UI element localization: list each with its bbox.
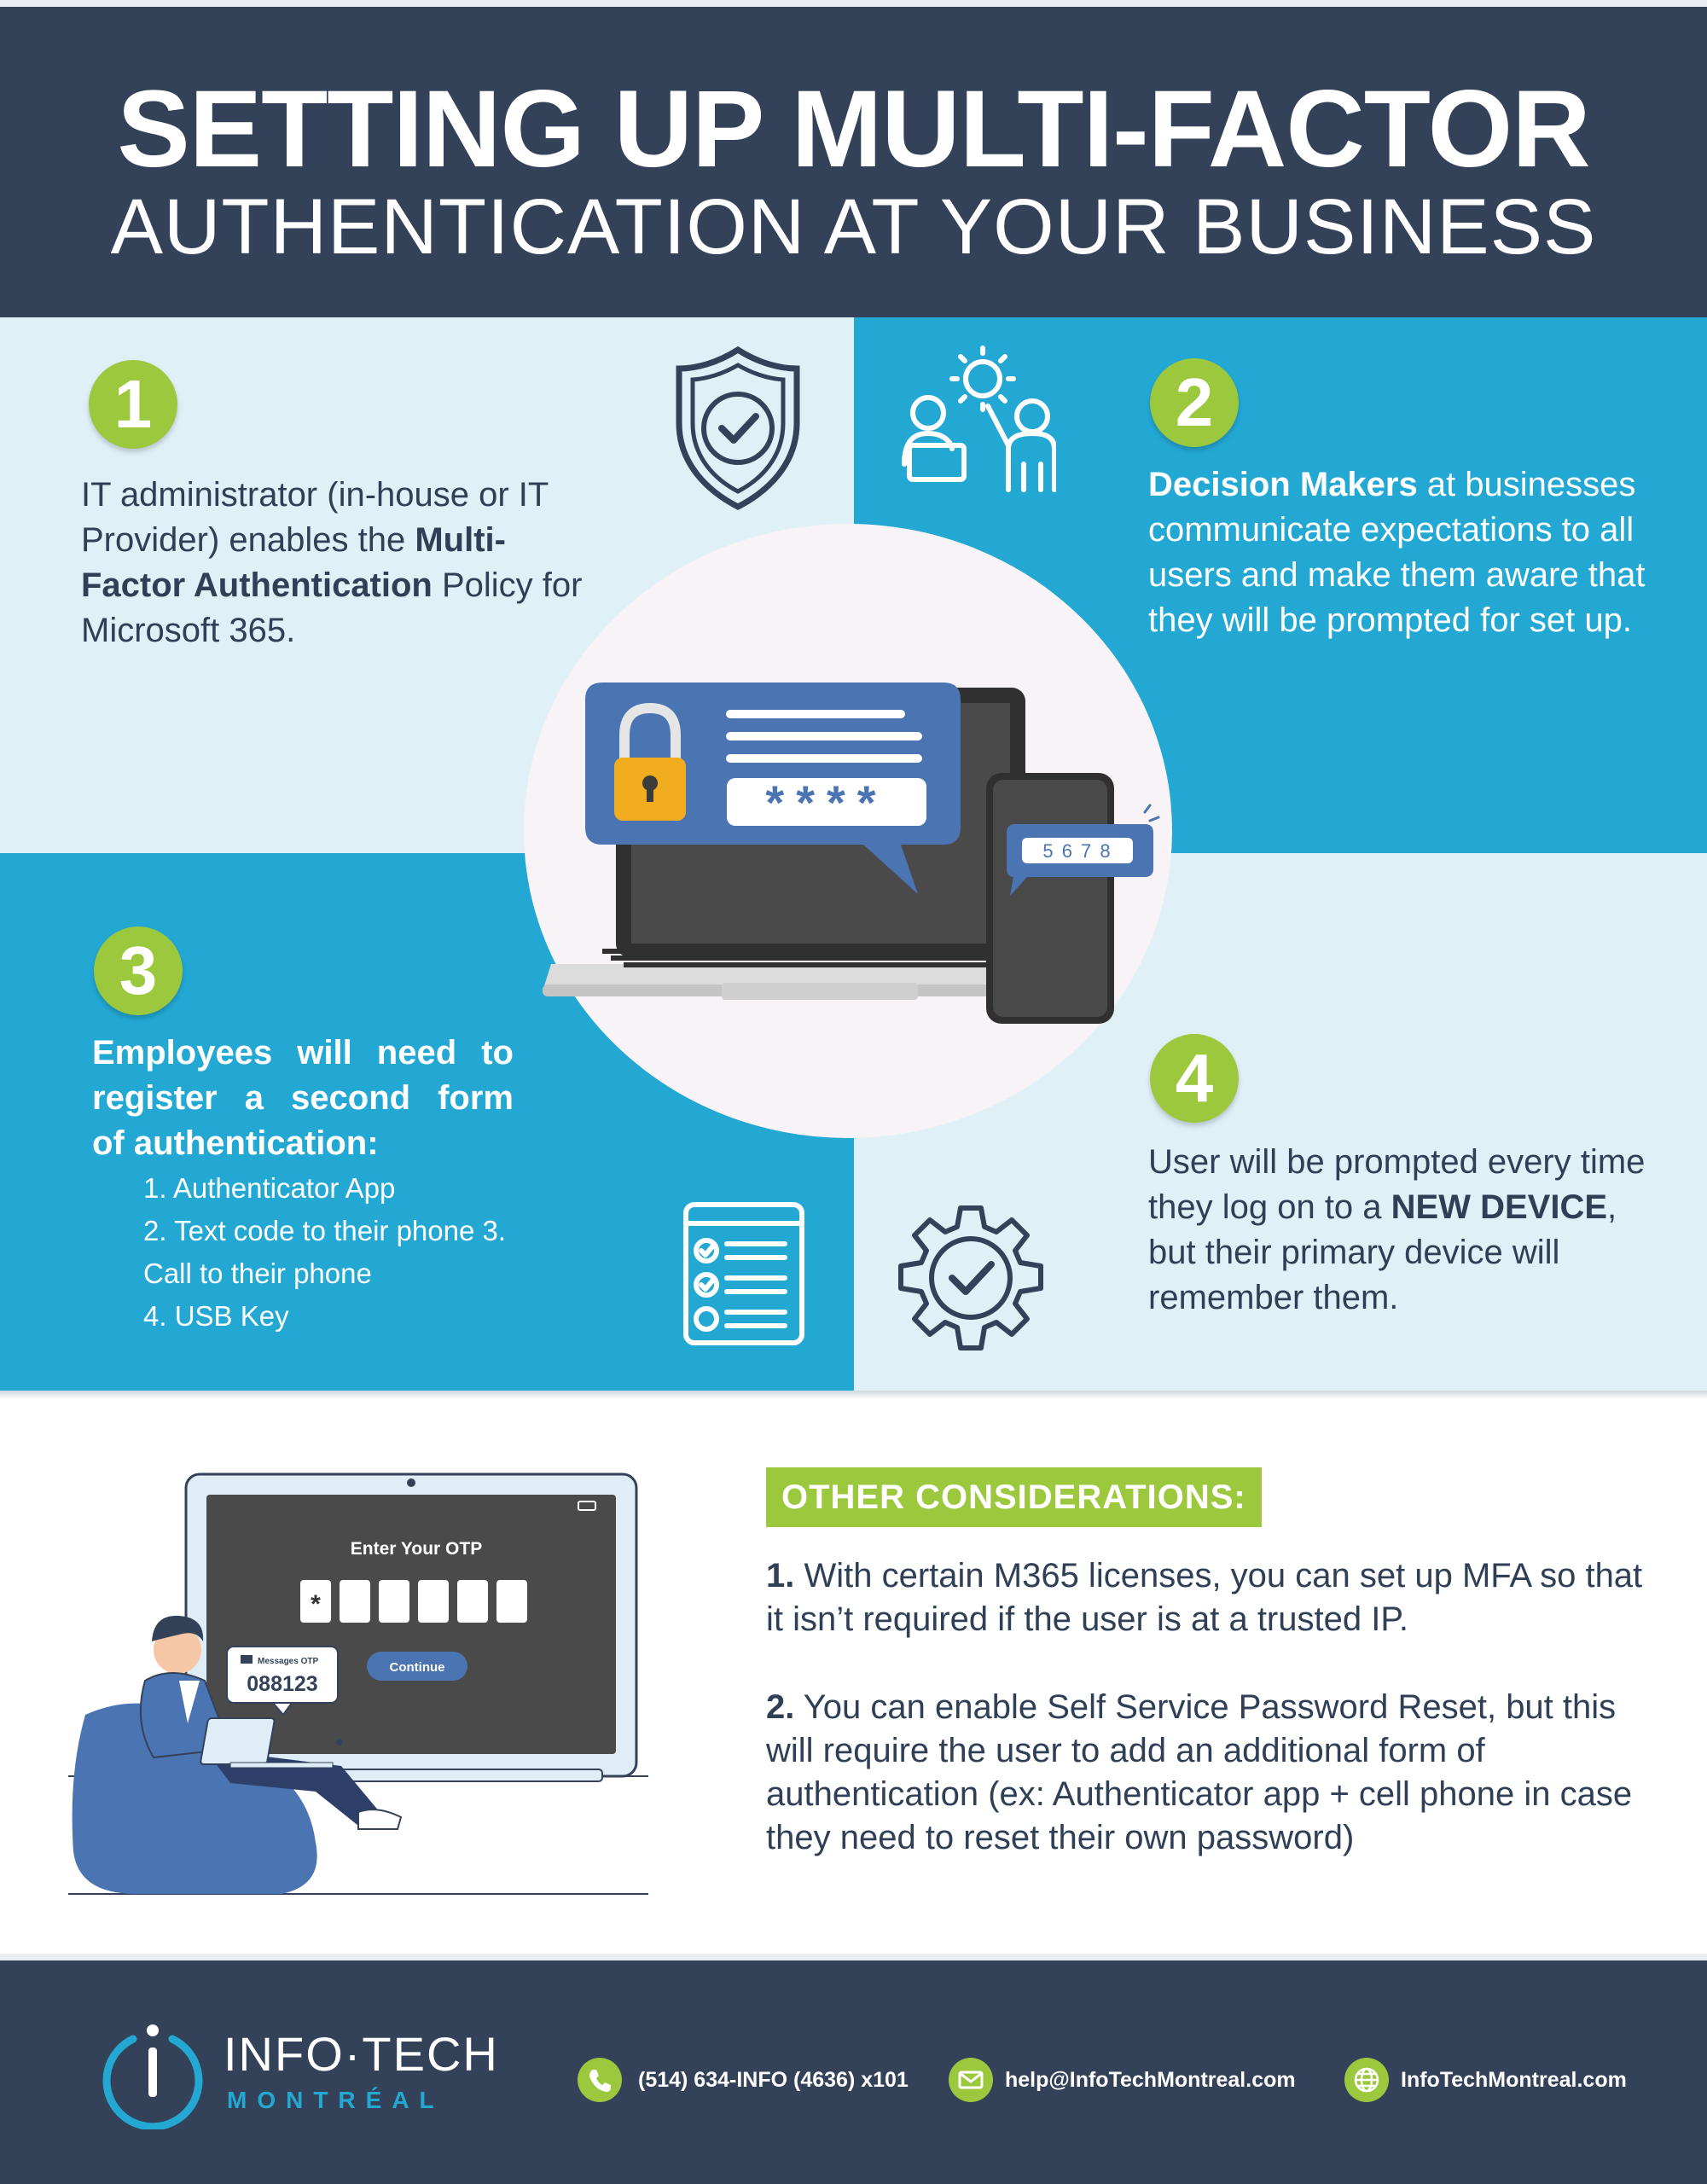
message-label: Messages OTP bbox=[258, 1657, 318, 1666]
contact-email[interactable]: help@InfoTechMontreal.com bbox=[1005, 2068, 1296, 2092]
phone-code: 5 6 7 8 bbox=[1042, 840, 1112, 862]
page-title: SETTING UP MULTI-FACTOR bbox=[117, 68, 1590, 190]
page-subtitle: AUTHENTICATION AT YOUR BUSINESS bbox=[110, 183, 1597, 270]
other-considerations-title: OTHER CONSIDERATIONS: bbox=[766, 1467, 1262, 1527]
otp-continue-label: Continue bbox=[390, 1660, 445, 1675]
step-3-heading: Employees will need to register a second… bbox=[92, 1034, 514, 1117]
auth-method-list: 1. Authenticator App 2. Text code to the… bbox=[143, 1167, 544, 1338]
consideration-item-1: 1. With certain M365 licenses, you can s… bbox=[766, 1557, 1643, 1638]
otp-first-digit: * bbox=[311, 1590, 321, 1618]
consideration-item-2: 2. You can enable Self Service Password … bbox=[766, 1688, 1633, 1856]
checklist-icon bbox=[683, 1202, 804, 1345]
step-2-number: 2 bbox=[1150, 358, 1239, 447]
step-1-text: IT administrator (in-house or IT Provide… bbox=[81, 476, 583, 649]
phone-icon bbox=[578, 2058, 622, 2102]
list-item: 1. Authenticator App bbox=[143, 1172, 396, 1204]
shield-check-icon bbox=[676, 346, 800, 510]
step-2-text: Decision Makers at businesses communicat… bbox=[1148, 466, 1646, 639]
contact-phone[interactable]: (514) 634-INFO (4636) x101 bbox=[638, 2068, 909, 2092]
step-4-number: 4 bbox=[1150, 1034, 1239, 1123]
laptop-phone-illustration: **** 5 6 7 8 bbox=[543, 682, 1160, 1024]
contact-website[interactable]: InfoTechMontreal.com bbox=[1401, 2068, 1627, 2092]
presentation-team-icon bbox=[902, 346, 1056, 492]
globe-icon bbox=[1344, 2058, 1389, 2102]
section-divider bbox=[0, 1391, 1707, 1399]
logo-name: INFO·TECH bbox=[224, 2027, 499, 2081]
email-icon bbox=[949, 2058, 993, 2102]
password-mask: **** bbox=[765, 775, 887, 829]
list-item: Call to their phone bbox=[143, 1258, 372, 1289]
logo-subtitle: MONTRÉAL bbox=[227, 2087, 444, 2113]
step-3-heading-end: of authentication: bbox=[92, 1124, 379, 1162]
footer-banner bbox=[0, 1954, 1707, 2184]
otp-screen-title: Enter Your OTP bbox=[351, 1539, 482, 1559]
step-1-number: 1 bbox=[89, 360, 177, 449]
power-logo-icon bbox=[102, 2024, 203, 2129]
header-banner: SETTING UP MULTI-FACTOR AUTHENTICATION A… bbox=[0, 0, 1707, 317]
step-4-text: User will be prompted every time they lo… bbox=[1148, 1143, 1646, 1316]
list-item: 4. USB Key bbox=[143, 1300, 289, 1332]
gear-check-icon bbox=[898, 1205, 1043, 1350]
message-code: 088123 bbox=[247, 1672, 317, 1696]
step-3-number: 3 bbox=[94, 926, 183, 1015]
list-item: 2. Text code to their phone 3. bbox=[143, 1215, 507, 1246]
otp-illustration: Enter Your OTP * Continue Messages OTP 0… bbox=[68, 1472, 648, 1895]
